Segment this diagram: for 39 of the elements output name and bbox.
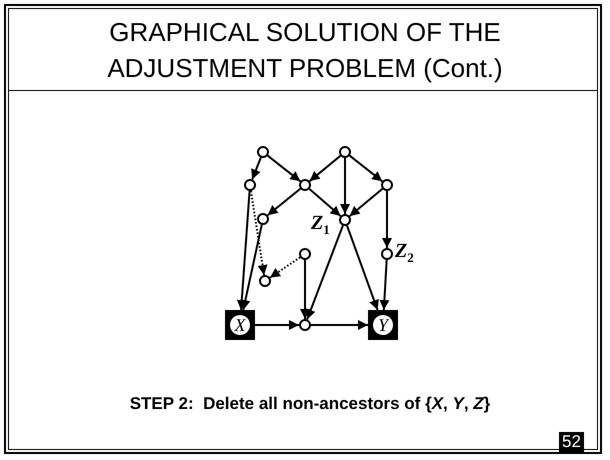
circle-node <box>299 319 311 331</box>
circle-node <box>259 275 271 287</box>
arrow <box>349 154 383 182</box>
arrow <box>340 158 350 214</box>
arrow <box>236 190 251 310</box>
arrow <box>308 188 342 217</box>
variable-label: X <box>230 315 250 335</box>
slide-title: GRAPHICAL SOLUTION OF THE ADJUSTMENT PROBLEM (Cont.) <box>106 16 504 85</box>
page-number: 52 <box>559 432 584 452</box>
variable-label: Z$_{2}$ <box>395 240 414 266</box>
variable-label: Y <box>373 315 393 335</box>
arrow <box>300 260 310 319</box>
arrow <box>255 320 299 330</box>
dotted-arrow <box>250 190 268 276</box>
caption: STEP 2: Delete all non-ancestors of {X, Y, Z} <box>128 394 492 414</box>
arrow <box>251 157 262 180</box>
circle-node <box>299 248 311 260</box>
circle-node <box>381 248 393 260</box>
circle-node <box>339 214 351 226</box>
circle-node <box>257 146 269 158</box>
arrow <box>379 260 390 310</box>
arrow <box>346 225 379 310</box>
arrow <box>267 188 301 216</box>
dotted-arrow <box>269 256 301 278</box>
circle-node <box>381 179 393 191</box>
arrow <box>240 224 263 310</box>
arrow <box>309 155 341 182</box>
arrow <box>267 154 301 182</box>
arrow <box>306 225 344 320</box>
circle-node <box>244 179 256 191</box>
circle-node <box>257 213 269 225</box>
arrow <box>348 188 384 217</box>
variable-label: Z$_{1}$ <box>311 212 330 238</box>
arrow <box>311 320 368 330</box>
variable-node <box>225 310 255 340</box>
variable-node <box>368 310 398 340</box>
arrow <box>382 191 392 248</box>
circle-node <box>339 146 351 158</box>
circle-node <box>299 179 311 191</box>
